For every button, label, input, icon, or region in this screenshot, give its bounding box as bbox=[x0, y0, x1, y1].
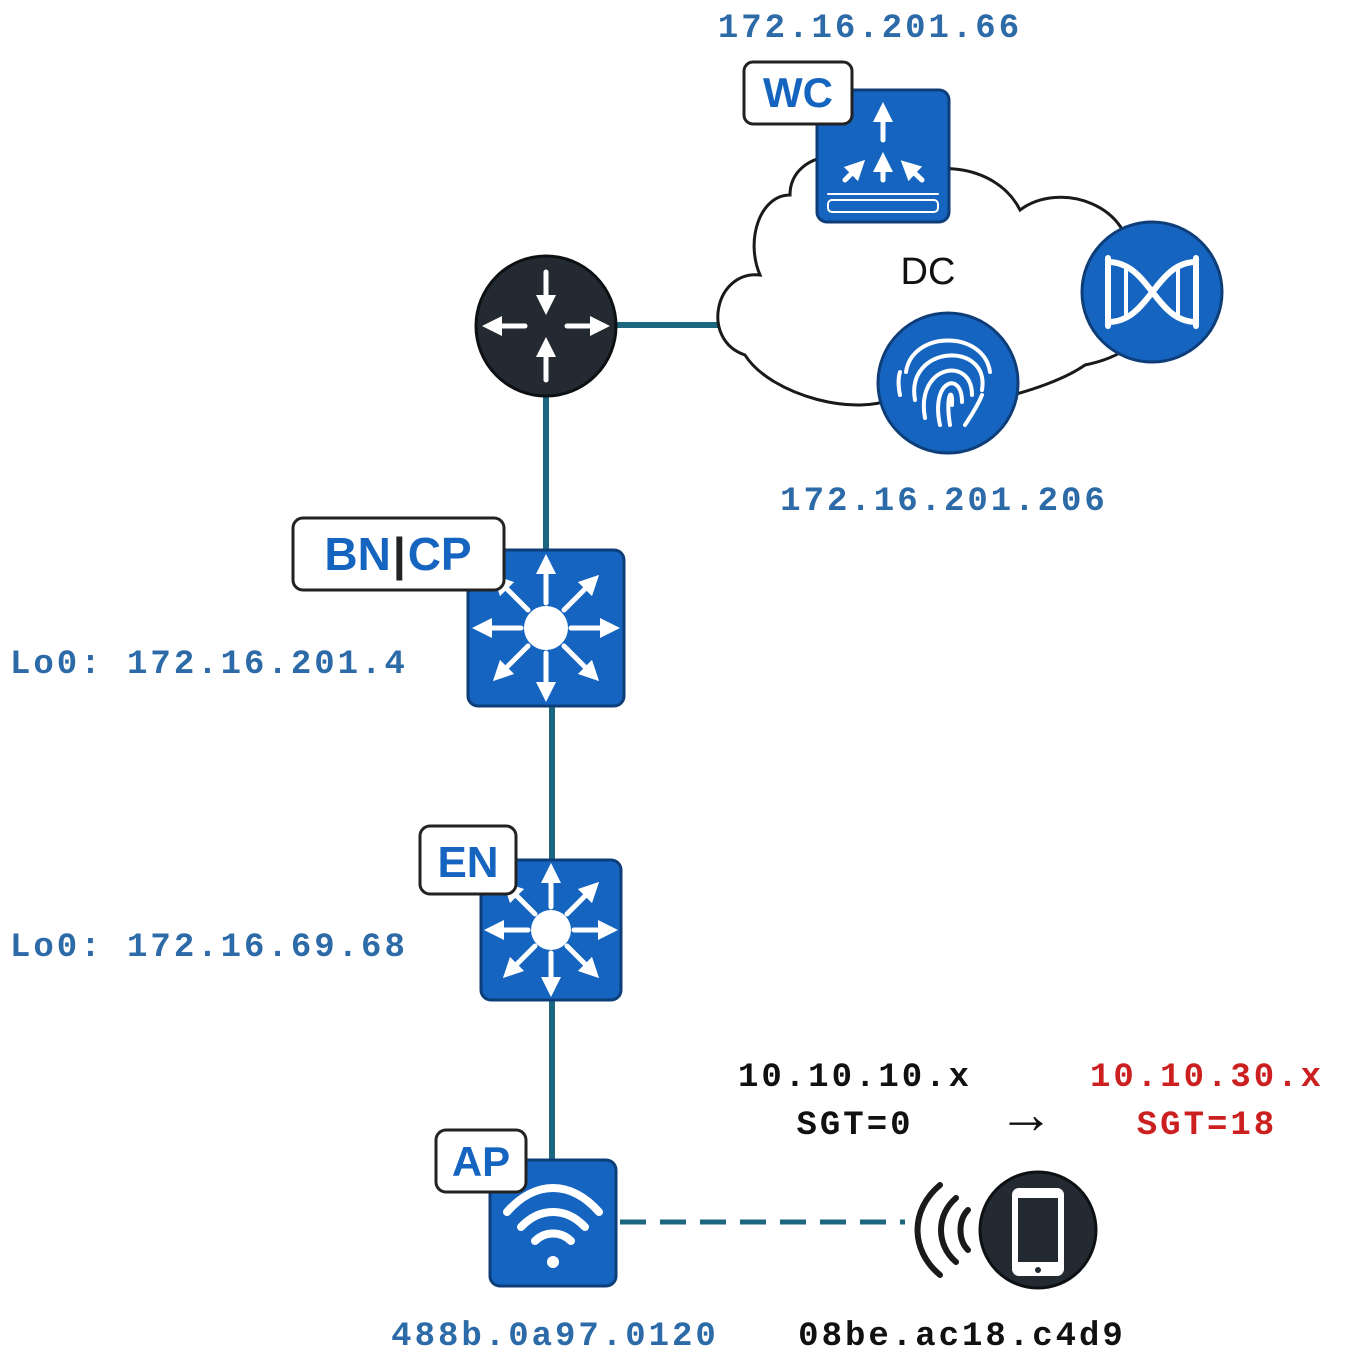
from-sgt: SGT=0 bbox=[796, 1107, 913, 1145]
links bbox=[543, 322, 905, 1225]
cp-tag-text: CP bbox=[408, 528, 472, 580]
en-loopback: Lo0: 172.16.69.68 bbox=[10, 929, 408, 967]
to-sgt: SGT=18 bbox=[1137, 1107, 1277, 1145]
ise-server[interactable] bbox=[876, 311, 1020, 455]
bncp-tag: BN|CP bbox=[324, 528, 471, 580]
wireless-controller[interactable]: WC bbox=[742, 60, 951, 224]
from-subnet: 10.10.10.x bbox=[738, 1059, 972, 1097]
transition-arrow: → bbox=[998, 1082, 1054, 1145]
client-device[interactable] bbox=[978, 1170, 1098, 1290]
bn-tag-text: BN bbox=[324, 528, 390, 580]
wifi-icon bbox=[503, 1184, 603, 1268]
wc-ip: 172.16.201.66 bbox=[718, 10, 1022, 48]
wireless-signal-icon bbox=[914, 1182, 971, 1278]
border-control-plane-switch[interactable]: BN|CP bbox=[291, 516, 626, 708]
layer3-switch-icon bbox=[484, 863, 618, 997]
smartphone-icon bbox=[1012, 1188, 1064, 1276]
ap-tag: AP bbox=[452, 1138, 510, 1185]
fingerprint-icon bbox=[896, 338, 992, 427]
router-icon bbox=[482, 269, 610, 383]
to-subnet: 10.10.30.x bbox=[1090, 1059, 1324, 1097]
edge-node-switch[interactable]: EN bbox=[418, 824, 623, 1002]
en-tag: EN bbox=[437, 838, 498, 887]
router[interactable] bbox=[474, 254, 618, 398]
sgt-transition: 10.10.10.x SGT=0 → 10.10.30.x SGT=18 bbox=[738, 1059, 1324, 1145]
client-mac: 08be.ac18.c4d9 bbox=[798, 1318, 1126, 1354]
ise-ip: 172.16.201.206 bbox=[780, 483, 1108, 521]
ap-mac: 488b.0a97.0120 bbox=[391, 1318, 719, 1354]
access-point[interactable]: AP bbox=[434, 1128, 618, 1288]
layer3-switch-icon bbox=[472, 554, 620, 702]
dc-label: DC bbox=[901, 251, 956, 293]
dna-center[interactable] bbox=[1080, 220, 1224, 364]
wc-tag: WC bbox=[763, 69, 833, 116]
bncp-loopback: Lo0: 172.16.201.4 bbox=[10, 646, 408, 684]
wireless-controller-icon bbox=[827, 102, 939, 213]
dna-center-icon bbox=[1105, 255, 1199, 329]
